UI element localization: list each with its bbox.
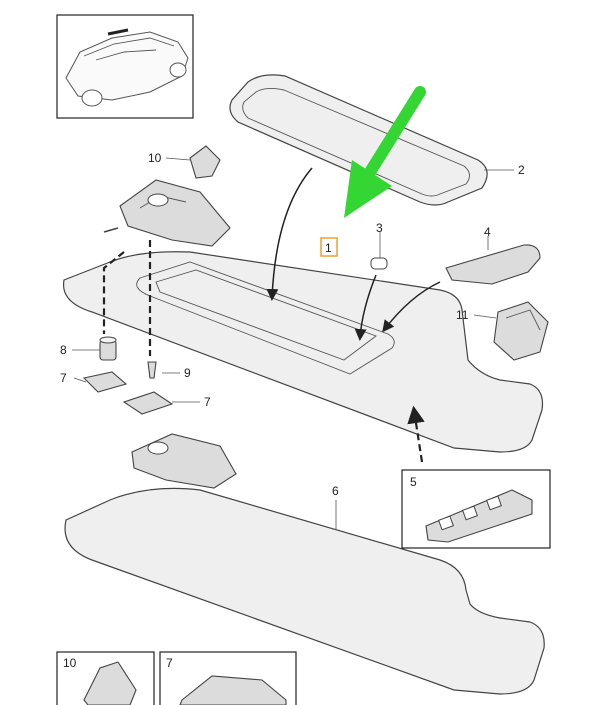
pointer-arrow-icon: [344, 86, 426, 218]
callout-4: 4: [484, 225, 491, 239]
inset-label-5: 5: [410, 475, 417, 489]
assembly-arrows: [266, 167, 441, 341]
vehicle-thumbnail: [56, 14, 194, 119]
callout-8: 8: [60, 343, 67, 357]
mirror-cover-frame: [229, 74, 488, 206]
screw-small: [147, 361, 157, 379]
inset-box-5: 5: [401, 469, 551, 549]
callout-1-highlight: [320, 237, 338, 257]
inset-label-7: 7: [166, 656, 173, 670]
clip-left: [82, 371, 128, 393]
sun-visor-lower: [64, 487, 545, 695]
callout-7a: 7: [60, 371, 67, 385]
inset-box-7: 7: [159, 651, 297, 705]
leader-lines: [72, 157, 514, 530]
callout-1: 1: [325, 241, 332, 255]
callout-2: 2: [518, 163, 525, 177]
clip-right: [122, 391, 174, 415]
callout-9: 9: [184, 366, 191, 380]
inset-box-10: 10: [56, 651, 155, 705]
callout-7b: 7: [204, 395, 211, 409]
mount-upper: [103, 145, 231, 247]
clip-bracket: [493, 301, 549, 361]
cover-plate: [445, 244, 541, 285]
callout-11: 11: [456, 308, 469, 322]
screw: [99, 336, 117, 361]
callout-6: 6: [332, 484, 339, 498]
inset-label-10: 10: [63, 656, 77, 670]
sun-visor-upper: [62, 251, 544, 453]
callout-3: 3: [376, 221, 383, 235]
dashed-guides: [102, 240, 425, 463]
mount-lower: [131, 433, 237, 489]
callout-10: 10: [148, 151, 162, 165]
bulb: [370, 257, 388, 270]
